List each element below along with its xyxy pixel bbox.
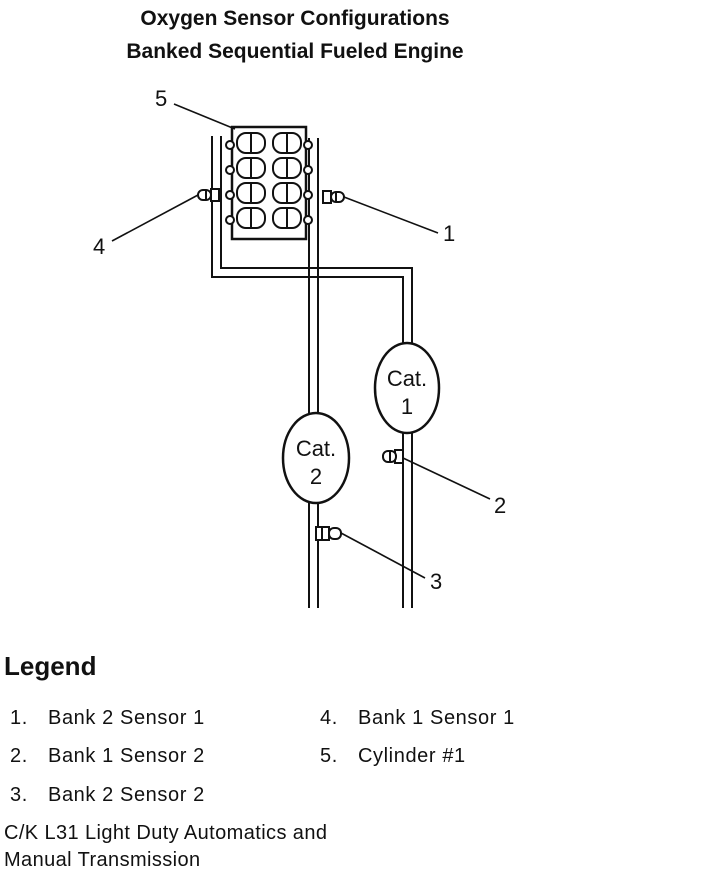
- legend-item-number: 4.: [320, 707, 338, 729]
- diagram-subtitle: Banked Sequential Fueled Engine: [126, 40, 464, 63]
- oxygen-sensor-3: [315, 526, 342, 541]
- legend-item: 3. Bank 2 Sensor 2: [10, 784, 205, 807]
- callout-5: 5: [155, 86, 167, 111]
- oxygen-sensor-1: [322, 190, 345, 204]
- legend-item: 2. Bank 1 Sensor 2: [10, 745, 205, 768]
- oxygen-sensor-4: [197, 188, 220, 202]
- callout-4: 4: [93, 234, 105, 259]
- catalytic-converter-2: [281, 411, 351, 505]
- oxygen-sensor-diagram: 1 2 3 4 5 Cat. 1 Cat. 2: [93, 86, 506, 608]
- cat-1-label: Cat.: [387, 366, 427, 391]
- legend-item-number: 1.: [10, 707, 28, 729]
- legend-item-label: Cylinder #1: [358, 745, 466, 767]
- legend-item-number: 2.: [10, 745, 28, 767]
- leader-lines: [111, 103, 491, 579]
- oxygen-sensor-2: [382, 449, 404, 464]
- legend-item: 5. Cylinder #1: [320, 745, 466, 768]
- legend-item-label: Bank 2 Sensor 2: [48, 784, 205, 806]
- cat-2-number: 2: [310, 464, 322, 489]
- legend-item-label: Bank 2 Sensor 1: [48, 707, 205, 729]
- legend-item-number: 3.: [10, 784, 28, 806]
- diagram-title: Oxygen Sensor Configurations: [140, 7, 450, 30]
- callout-1: 1: [443, 221, 455, 246]
- callout-3: 3: [430, 569, 442, 594]
- engine-block: [225, 125, 313, 241]
- legend-item-label: Bank 1 Sensor 1: [358, 707, 515, 729]
- application-note-line-1: C/K L31 Light Duty Automatics and: [4, 822, 328, 844]
- legend-item-number: 5.: [320, 745, 338, 767]
- legend-item: 1. Bank 2 Sensor 1: [10, 707, 205, 730]
- cat-2-label: Cat.: [296, 436, 336, 461]
- callout-2: 2: [494, 493, 506, 518]
- legend-item: 4. Bank 1 Sensor 1: [320, 707, 515, 730]
- legend-item-label: Bank 1 Sensor 2: [48, 745, 205, 767]
- application-note-line-2: Manual Transmission: [4, 849, 201, 871]
- legend-heading: Legend: [4, 651, 97, 681]
- catalytic-converter-1: [373, 341, 441, 435]
- cat-1-number: 1: [401, 394, 413, 419]
